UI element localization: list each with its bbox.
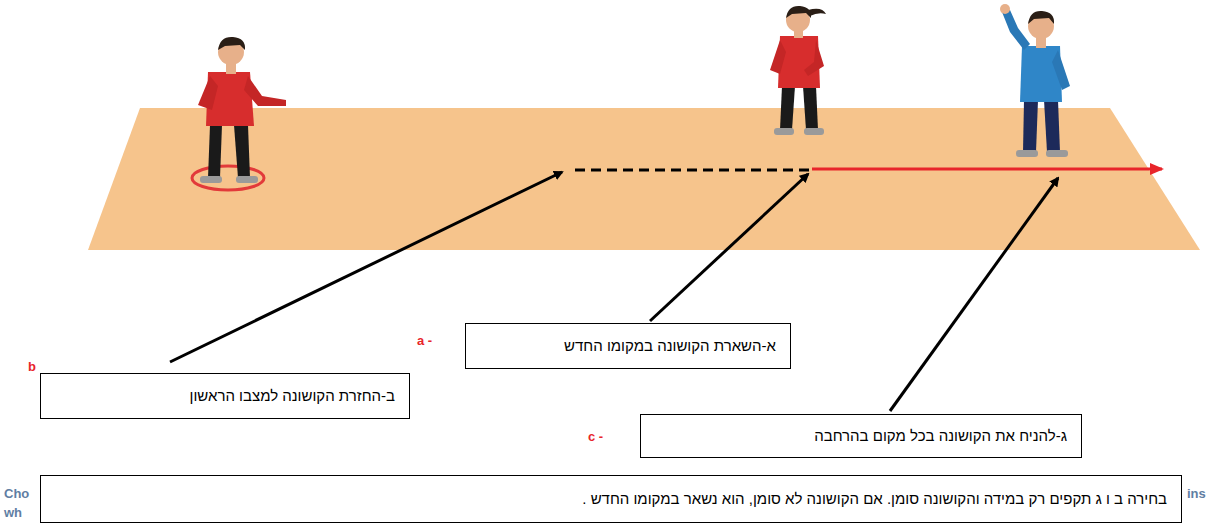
box-text: ג-להניח את הקושונה בכל מקום בהרחבה (655, 426, 1067, 446)
background-text: ins (1187, 486, 1206, 501)
callout-letter: b (28, 359, 36, 374)
text-box: ב-החזרת הקושונה למצבו הראשון (40, 373, 410, 419)
dashed-path (575, 169, 810, 172)
callout-letter: a - (417, 333, 432, 348)
background-text: Cho (4, 486, 29, 501)
red-path-arrow (812, 168, 1162, 171)
box-text: בחירה ב ו ג תקפים רק במידה והקושונה סומן… (55, 489, 1167, 509)
box-text: ב-החזרת הקושונה למצבו הראשון (55, 386, 395, 406)
text-box: א-השארת הקושונה במקומו החדש (465, 323, 791, 369)
text-box: ג-להניח את הקושונה בכל מקום בהרחבה (640, 414, 1082, 458)
leader-arrow (650, 174, 808, 321)
left-person (192, 37, 286, 190)
callout-letter: c - (588, 429, 603, 444)
right-person (1000, 4, 1070, 157)
middle-person (770, 6, 826, 135)
background-text: wh (4, 505, 22, 520)
box-text: א-השארת הקושונה במקומו החדש (480, 336, 776, 356)
leader-arrow (890, 178, 1058, 411)
text-box: בחירה ב ו ג תקפים רק במידה והקושונה סומן… (40, 475, 1182, 523)
